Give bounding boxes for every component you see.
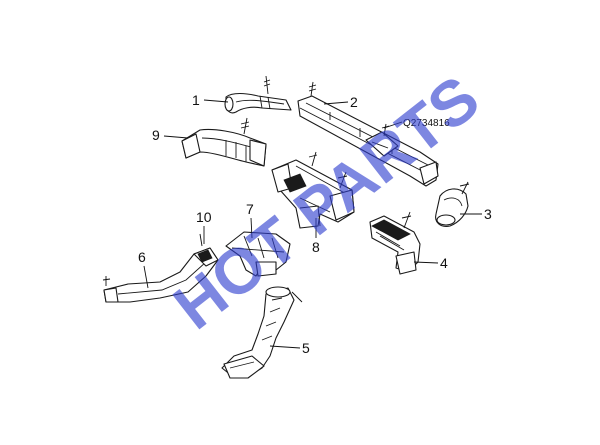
callout-7: 7: [246, 201, 254, 239]
callout-4-label: 4: [440, 255, 448, 271]
callout-3: 3: [460, 206, 492, 222]
callout-2-label: 2: [350, 94, 358, 110]
callout-6-label: 6: [138, 249, 146, 265]
callout-1-label: 1: [192, 92, 200, 108]
callout-6: 6: [138, 249, 149, 289]
callout-9: 9: [152, 127, 189, 143]
callout-2: 2: [323, 94, 358, 110]
part-8-center-duct: [271, 151, 355, 229]
callout-10: 10: [196, 209, 212, 244]
callout-3-label: 3: [484, 206, 492, 222]
part-5-duct: [221, 286, 303, 379]
part-6-duct: [102, 233, 219, 303]
part-7-duct: [225, 231, 291, 277]
part-4-duct: [369, 211, 421, 275]
callout-8-label: 8: [312, 239, 320, 255]
part-2-defroster-duct: [297, 81, 439, 187]
callout-5-label: 5: [302, 340, 310, 356]
part-3-duct: [435, 181, 470, 227]
part-code-label: Q2734816: [403, 118, 450, 129]
callout-1: 1: [192, 92, 229, 108]
part-9-duct: [181, 117, 267, 167]
callout-4: 4: [413, 255, 448, 271]
callout-8: 8: [312, 218, 320, 255]
part-code: Q2734816: [383, 118, 450, 129]
callout-7-label: 7: [246, 201, 254, 217]
callout-5: 5: [269, 340, 310, 356]
callout-9-label: 9: [152, 127, 160, 143]
part-1-duct: [224, 75, 292, 114]
callout-10-label: 10: [196, 209, 212, 225]
